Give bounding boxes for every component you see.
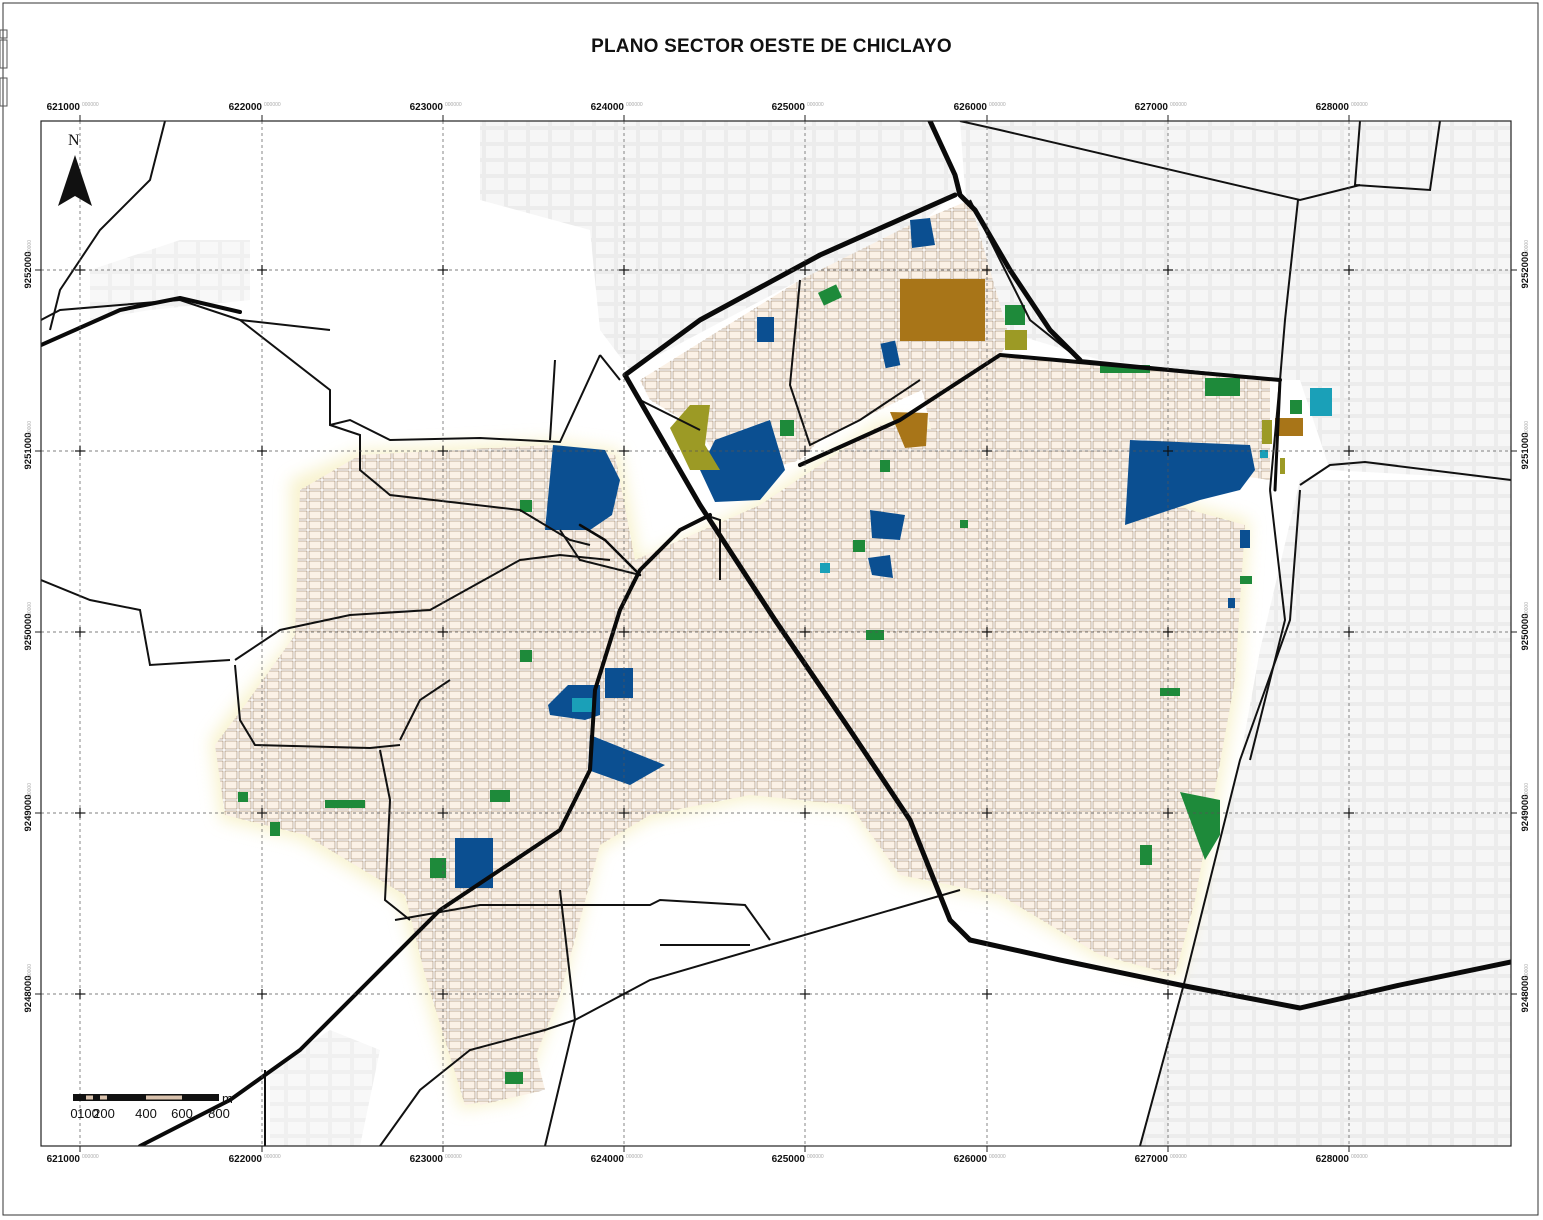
main-roads <box>41 121 1511 1146</box>
scale-label: 600 <box>171 1106 193 1121</box>
y-tick-sublabel: 000000 <box>1524 421 1530 438</box>
x-tick-label: 621000 <box>47 1154 81 1165</box>
y-tick-sublabel: 000000 <box>1524 964 1530 981</box>
x-tick-sublabel: 000000 <box>807 102 824 108</box>
x-tick-sublabel: 000000 <box>1351 102 1368 108</box>
y-tick-label: 9251000 <box>1520 433 1531 470</box>
map-neatline <box>40 120 1512 1147</box>
y-tick-label: 9252000 <box>23 252 34 289</box>
x-tick-sublabel: 000000 <box>1351 1154 1368 1160</box>
north-arrow-icon: N <box>58 132 92 206</box>
scale-label: 200 <box>93 1106 115 1121</box>
y-tick-sublabel: 000000 <box>27 602 33 619</box>
y-tick-sublabel: 000000 <box>1524 602 1530 619</box>
x-tick-label: 624000 <box>591 102 625 113</box>
x-tick-label: 622000 <box>229 102 263 113</box>
scale-label: 800 <box>208 1106 230 1121</box>
x-tick-label: 625000 <box>772 1154 806 1165</box>
x-tick-sublabel: 000000 <box>445 1154 462 1160</box>
x-tick-sublabel: 000000 <box>445 102 462 108</box>
y-axis-right: 9252000000000925100000000092500000000009… <box>1511 240 1531 1013</box>
x-tick-sublabel: 000000 <box>626 1154 643 1160</box>
left-edge-boxes <box>0 29 8 107</box>
x-tick-label: 628000 <box>1316 102 1350 113</box>
x-tick-label: 624000 <box>591 1154 625 1165</box>
x-tick-label: 626000 <box>954 1154 988 1165</box>
x-tick-sublabel: 000000 <box>989 1154 1006 1160</box>
y-tick-sublabel: 000000 <box>27 421 33 438</box>
x-tick-sublabel: 000000 <box>807 1154 824 1160</box>
y-tick-label: 9249000 <box>23 795 34 832</box>
map-body <box>41 121 1511 1146</box>
y-tick-label: 9250000 <box>1520 614 1531 651</box>
x-tick-sublabel: 000000 <box>264 1154 281 1160</box>
y-tick-sublabel: 000000 <box>27 240 33 257</box>
x-tick-sublabel: 000000 <box>264 102 281 108</box>
x-tick-sublabel: 000000 <box>82 102 99 108</box>
x-tick-label: 625000 <box>772 102 806 113</box>
institutional-parcels <box>455 218 1255 888</box>
y-tick-sublabel: 000000 <box>1524 783 1530 800</box>
y-tick-label: 9249000 <box>1520 795 1531 832</box>
x-tick-label: 622000 <box>229 1154 263 1165</box>
y-tick-label: 9250000 <box>23 614 34 651</box>
x-tick-label: 627000 <box>1135 1154 1169 1165</box>
x-tick-label: 621000 <box>47 102 81 113</box>
north-label: N <box>68 132 80 149</box>
y-tick-sublabel: 000000 <box>27 964 33 981</box>
x-tick-sublabel: 000000 <box>626 102 643 108</box>
x-tick-sublabel: 000000 <box>989 102 1006 108</box>
x-tick-label: 623000 <box>410 102 444 113</box>
y-tick-label: 9251000 <box>23 433 34 470</box>
x-tick-label: 626000 <box>954 102 988 113</box>
scale-label: 400 <box>135 1106 157 1121</box>
y-tick-label: 9252000 <box>1520 252 1531 289</box>
y-tick-label: 9248000 <box>1520 976 1531 1013</box>
x-tick-label: 628000 <box>1316 1154 1350 1165</box>
x-tick-label: 627000 <box>1135 102 1169 113</box>
scale-label: 100 <box>77 1106 99 1121</box>
cyan-parcels <box>572 388 1332 712</box>
scale-label: 0 <box>70 1106 77 1121</box>
y-tick-label: 9248000 <box>23 976 34 1013</box>
park-parcels <box>238 284 1302 1084</box>
map-title: PLANO SECTOR OESTE DE CHICLAYO <box>591 36 952 57</box>
x-tick-label: 623000 <box>410 1154 444 1165</box>
x-tick-sublabel: 000000 <box>1170 1154 1187 1160</box>
y-tick-sublabel: 000000 <box>27 783 33 800</box>
scale-unit: m <box>222 1091 233 1106</box>
y-tick-sublabel: 000000 <box>1524 240 1530 257</box>
grid-crosses <box>75 265 1354 999</box>
y-axis-left: 9252000000000925100000000092500000000009… <box>23 240 41 1013</box>
x-tick-sublabel: 000000 <box>1170 102 1187 108</box>
x-tick-sublabel: 000000 <box>82 1154 99 1160</box>
